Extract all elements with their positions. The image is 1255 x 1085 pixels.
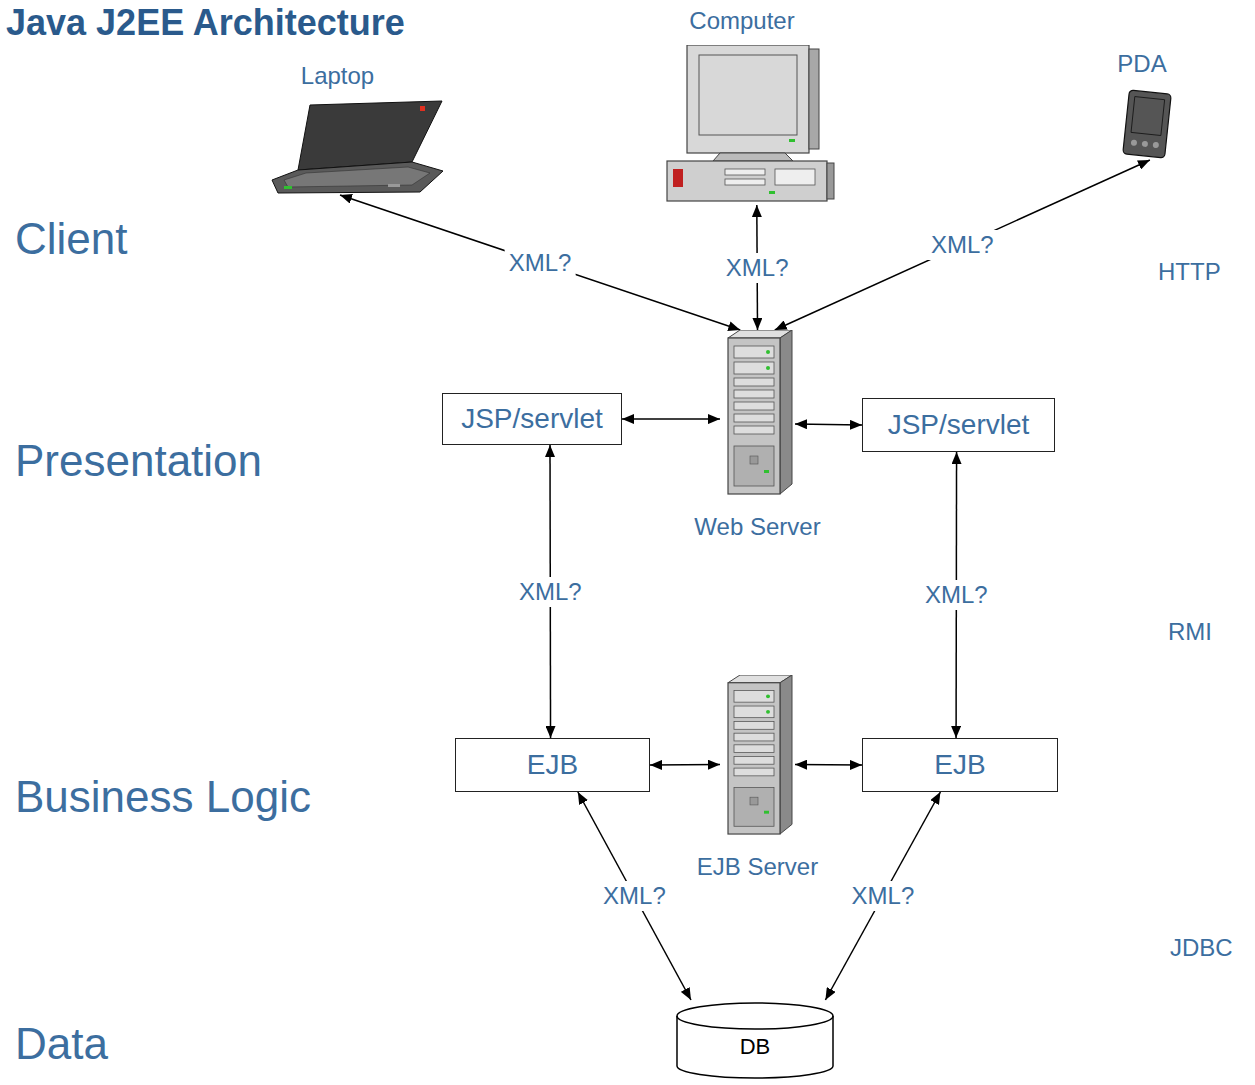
server-icon — [720, 330, 795, 495]
server-icon — [720, 675, 795, 835]
edge-label: XML? — [927, 230, 998, 260]
database-label: DB — [740, 1034, 771, 1060]
tier-label: Data — [15, 1019, 108, 1069]
device-label: EJB Server — [697, 853, 818, 881]
web-server-node: Web Server — [720, 330, 795, 495]
ejb-server-node: EJB Server — [720, 675, 795, 835]
edge-label: XML? — [515, 577, 586, 607]
box-label: JSP/servlet — [888, 409, 1030, 441]
tier-label: Presentation — [15, 436, 262, 486]
laptop-icon — [270, 100, 445, 195]
database-node: DB — [675, 1000, 835, 1080]
bidirectional-connector — [775, 160, 1150, 330]
bidirectional-connector — [578, 792, 691, 1000]
bidirectional-connector — [650, 764, 720, 766]
process-box: JSP/servlet — [442, 393, 622, 445]
bidirectional-connector — [795, 764, 862, 766]
box-label: EJB — [527, 749, 578, 781]
tier-label: Client — [15, 214, 128, 264]
box-label: JSP/servlet — [461, 403, 603, 435]
process-box: EJB — [862, 738, 1058, 792]
process-box: JSP/servlet — [862, 398, 1055, 452]
bidirectional-connector — [340, 195, 740, 330]
laptop-node: Laptop — [270, 100, 445, 195]
diagram-title: Java J2EE Architecture — [6, 2, 405, 44]
edge-label: XML? — [921, 580, 992, 610]
device-label: PDA — [1117, 50, 1166, 78]
device-label: Laptop — [301, 62, 374, 90]
edge-label: XML? — [722, 253, 793, 283]
protocol-label: RMI — [1168, 618, 1212, 646]
computer-icon — [665, 45, 835, 205]
pda-icon — [1118, 88, 1176, 160]
computer-node: Computer — [665, 45, 835, 205]
bidirectional-connector — [622, 418, 720, 420]
tier-label: Business Logic — [15, 772, 311, 822]
bidirectional-connector — [795, 423, 862, 425]
bidirectional-connector — [825, 792, 940, 1000]
edge-label: XML? — [848, 881, 919, 911]
device-label: Web Server — [694, 513, 820, 541]
process-box: EJB — [455, 738, 650, 792]
box-label: EJB — [934, 749, 985, 781]
edge-label: XML? — [505, 248, 576, 278]
protocol-label: HTTP — [1158, 258, 1221, 286]
device-label: Computer — [689, 7, 794, 35]
protocol-label: JDBC — [1170, 934, 1233, 962]
pda-node: PDA — [1118, 88, 1176, 160]
edge-label: XML? — [599, 881, 670, 911]
